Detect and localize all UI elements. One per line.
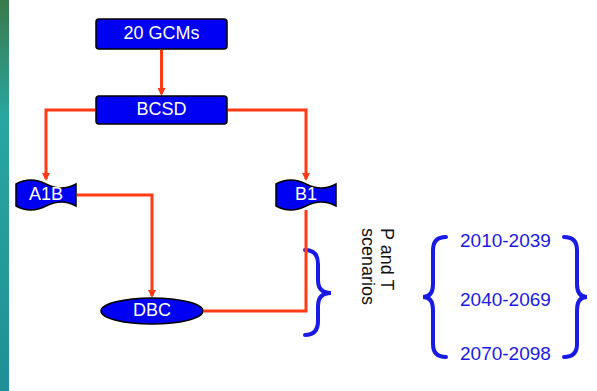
flow-connector — [160, 50, 163, 94]
flow-connector — [204, 210, 306, 311]
node-outline — [101, 298, 203, 324]
node-outline — [96, 96, 227, 124]
scenario-flag: B1 — [275, 180, 337, 210]
node-label: A1B — [29, 185, 63, 205]
curly-brace — [423, 237, 446, 357]
period-label: 2040-2069 — [460, 289, 551, 311]
scenario-flag: A1B — [15, 180, 77, 210]
period-label: 2010-2039 — [460, 230, 551, 252]
flow-connector — [228, 110, 306, 179]
node-label: B1 — [295, 185, 317, 205]
process-box: 20 GCMs — [95, 18, 228, 50]
flow-connector — [46, 110, 95, 179]
node-outline — [16, 180, 76, 210]
process-box: BCSD — [95, 95, 228, 125]
node-label: 20 GCMs — [123, 24, 199, 44]
period-label: 2070-2098 — [460, 343, 551, 365]
node-label: DBC — [133, 301, 171, 321]
background-strip — [0, 0, 9, 391]
rotated-label: P and T scenarios — [358, 228, 396, 312]
flow-connector — [77, 195, 152, 296]
node-outline — [96, 19, 227, 49]
curly-brace — [564, 237, 587, 357]
node-label: BCSD — [136, 100, 186, 120]
process-ellipse: DBC — [100, 297, 204, 325]
curly-brace — [305, 250, 331, 335]
node-outline — [276, 180, 336, 210]
